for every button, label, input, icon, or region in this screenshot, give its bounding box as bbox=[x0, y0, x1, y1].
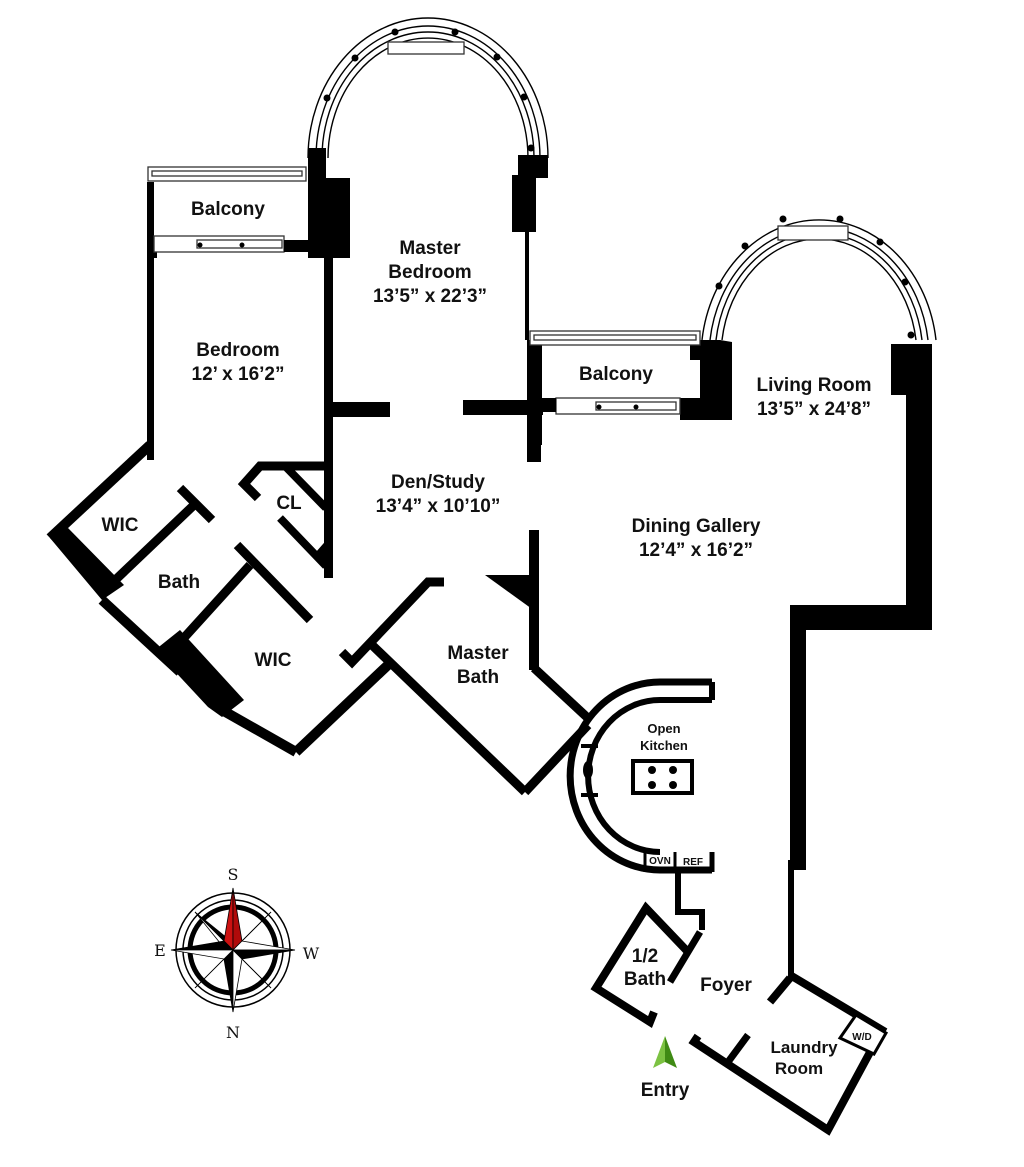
balcony-left-structure bbox=[147, 166, 310, 253]
dining-gallery-label: Dining Gallery bbox=[632, 516, 761, 537]
bath-label: Bath bbox=[158, 572, 200, 593]
master-bedroom-label: Master bbox=[399, 238, 461, 259]
refrigerator-label: REF bbox=[683, 857, 703, 868]
den-study-label: Den/Study bbox=[391, 472, 485, 493]
den-study-dims: 13’4” x 10’10” bbox=[376, 496, 501, 517]
balcony-right-label: Balcony bbox=[579, 364, 653, 385]
entry-walls bbox=[590, 901, 889, 1136]
room-labels: Master Bedroom 13’5” x 22’3” Bedroom 12’… bbox=[102, 199, 872, 1078]
cooktop-icon bbox=[631, 759, 694, 795]
left-wing-walls bbox=[46, 441, 594, 796]
open-kitchen-label: Open bbox=[647, 721, 680, 736]
balcony-right-structure bbox=[529, 330, 701, 415]
wic-lower-label: WIC bbox=[255, 650, 292, 671]
master-bedroom-label-2: Bedroom bbox=[388, 262, 471, 283]
master-bath-label: Master bbox=[447, 643, 509, 664]
dining-gallery-dims: 12’4” x 16’2” bbox=[639, 540, 753, 561]
entry-marker: Entry bbox=[641, 1036, 690, 1101]
living-room-dims: 13’5” x 24’8” bbox=[757, 399, 871, 420]
bedroom-dims: 12’ x 16’2” bbox=[192, 364, 285, 385]
balcony-left-label: Balcony bbox=[191, 199, 265, 220]
foyer-label: Foyer bbox=[700, 975, 752, 996]
living-room-label: Living Room bbox=[756, 375, 871, 396]
washer-dryer-icon bbox=[837, 1012, 889, 1056]
oven-label: OVN bbox=[649, 856, 671, 867]
closet-label: CL bbox=[276, 493, 302, 514]
compass-right-label: W bbox=[303, 944, 320, 963]
kitchen-counter bbox=[566, 678, 715, 930]
walls bbox=[147, 148, 932, 978]
half-bath-label: 1/2 bbox=[632, 946, 658, 967]
master-bath-label-2: Bath bbox=[457, 667, 499, 688]
compass-top-label: S bbox=[228, 865, 239, 884]
compass-bottom-label: N bbox=[226, 1023, 240, 1042]
wic-upper-label: WIC bbox=[102, 515, 139, 536]
washer-dryer-label: W/D bbox=[852, 1032, 871, 1043]
entry-label: Entry bbox=[641, 1080, 690, 1101]
compass-rose-icon: S N E W bbox=[154, 865, 320, 1042]
living-room-bay-window bbox=[701, 215, 937, 341]
half-bath-label-2: Bath bbox=[624, 969, 666, 990]
master-bedroom-dims: 13’5” x 22’3” bbox=[373, 286, 487, 307]
open-kitchen-label-2: Kitchen bbox=[640, 738, 688, 753]
sink-icon bbox=[583, 761, 593, 779]
laundry-room-label: Laundry bbox=[770, 1038, 838, 1057]
entry-arrow-icon bbox=[653, 1036, 665, 1068]
master-bedroom-bay-window bbox=[307, 17, 549, 159]
bedroom-label: Bedroom bbox=[196, 340, 279, 361]
compass-left-label: E bbox=[154, 941, 166, 960]
laundry-room-label-2: Room bbox=[775, 1059, 823, 1078]
